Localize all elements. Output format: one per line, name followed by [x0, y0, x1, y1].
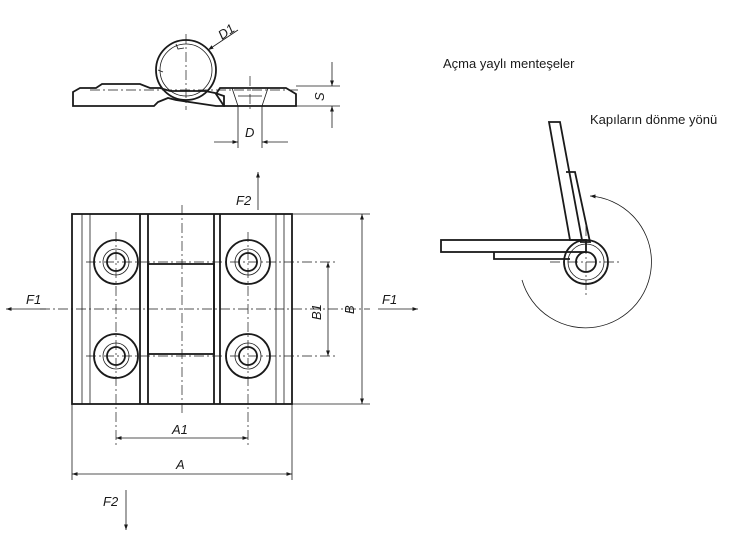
dim-label-d: D [245, 125, 254, 140]
force-label-f2-top: F2 [236, 193, 252, 208]
side-view-right-leaf [214, 87, 297, 107]
knuckle-notch-left [157, 69, 164, 73]
d1-leader [207, 29, 239, 51]
horizontal-leaf-strip [493, 252, 570, 260]
open-hinge-view [440, 121, 652, 329]
title-caption: Açma yaylı menteşeler [443, 56, 575, 71]
dim-label-d1: D1 [215, 21, 237, 43]
dim-label-a1: A1 [171, 422, 188, 437]
force-label-f1-right: F1 [382, 292, 397, 307]
dim-label-b: B [342, 305, 357, 314]
force-label-f1-left: F1 [26, 292, 41, 307]
force-label-f2-bottom: F2 [103, 494, 119, 509]
rotation-caption: Kapıların dönme yönü [590, 112, 717, 127]
side-view: D1 S D [72, 21, 340, 148]
rotation-arc-arrow [521, 194, 652, 329]
side-view-left-leaf [72, 83, 225, 107]
vertical-leaf-strip [566, 171, 592, 243]
dim-label-a: A [175, 457, 185, 472]
knuckle-notch-top [175, 43, 185, 50]
dim-label-s: S [312, 92, 327, 101]
dim-label-b1: B1 [309, 304, 324, 320]
front-view: B1 B A1 A F2 F2 F1 F1 [6, 172, 418, 530]
horizontal-leaf [440, 239, 587, 253]
